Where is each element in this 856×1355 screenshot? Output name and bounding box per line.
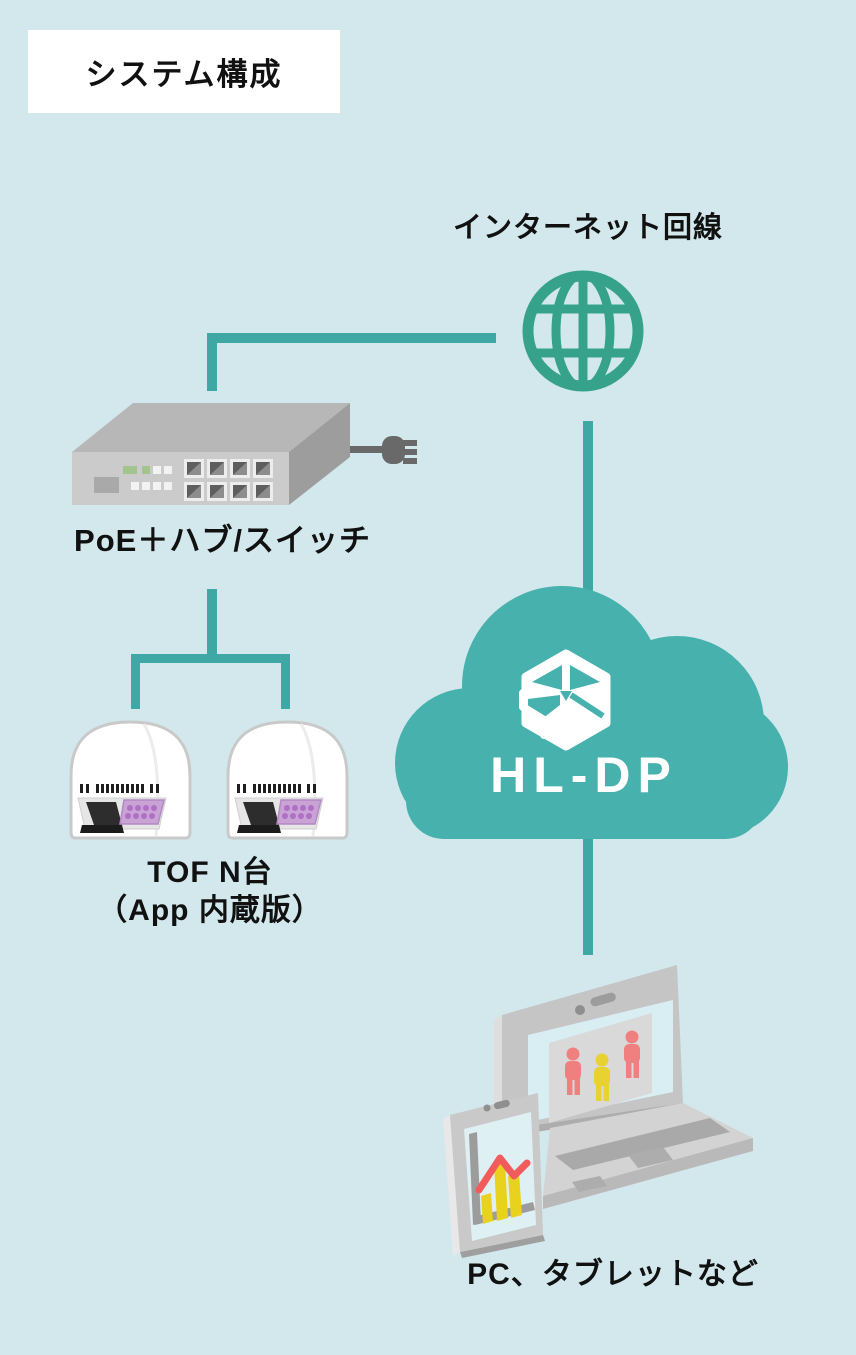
switch-label: PoE＋ハブ/スイッチ: [74, 523, 371, 558]
chart-trend-line: [475, 1154, 531, 1194]
cloud-label: HL-DP: [490, 747, 678, 803]
switch-leds: [123, 466, 172, 490]
connector-cloud-to-client: [583, 828, 593, 955]
connector-internet-to-switch-horizontal: [207, 333, 496, 343]
tof-label-line1: TOF N台: [147, 856, 273, 889]
tof-vents: [80, 784, 159, 793]
logo-tail: [519, 689, 548, 739]
keyboard-area: [555, 1118, 730, 1170]
power-cable: [315, 446, 391, 453]
tablet: [443, 1093, 545, 1258]
tof-sensor-illustration: [226, 720, 349, 840]
connector-internet-to-switch-vertical: [207, 333, 217, 391]
tof-label-line2: （App 内蔵版）: [97, 894, 323, 927]
globe-icon: [522, 270, 644, 392]
tof-vents: [237, 784, 316, 793]
connector-globe-to-cloud: [583, 421, 593, 597]
laptop-tablet-illustration: [443, 965, 753, 1258]
switch-top-face: [72, 403, 350, 452]
tablet-camera-icon: [483, 1104, 491, 1112]
connector-tof-right-drop: [281, 654, 290, 709]
client-label: PC、タブレットなど: [467, 1258, 759, 1291]
tablet-bar-chart: [469, 1132, 535, 1225]
webcam-icon: [575, 1005, 585, 1015]
tof-sensor-illustration: [69, 720, 192, 840]
connector-tof-tee-bar: [131, 654, 290, 663]
switch-label-plate: [94, 477, 119, 493]
connector-tof-left-drop: [131, 654, 140, 709]
person-icon: [624, 1030, 640, 1078]
person-icon: [565, 1047, 581, 1095]
cube-box-logo-icon: [519, 649, 611, 751]
switch-ports: [184, 459, 273, 501]
connector-switch-to-tof-stem: [207, 589, 217, 659]
speaker-bar: [590, 992, 616, 1007]
switch-right-face: [289, 403, 350, 505]
trackpad: [628, 1147, 673, 1168]
tof-screen: [86, 802, 122, 825]
tof-sensor-array: [119, 799, 165, 825]
page-title: システム構成: [85, 57, 283, 92]
person-icon: [594, 1053, 610, 1101]
laptop: [494, 965, 753, 1209]
poe-switch-illustration: [72, 403, 417, 505]
tof-screen: [243, 802, 279, 825]
power-plug-icon: [382, 436, 405, 464]
internet-label: インターネット回線: [452, 212, 723, 244]
tof-label: TOF N台 （App 内蔵版）: [55, 854, 365, 930]
tof-sensor-array: [276, 799, 322, 825]
cloud-icon: [395, 586, 788, 839]
title-box: システム構成: [28, 30, 340, 113]
